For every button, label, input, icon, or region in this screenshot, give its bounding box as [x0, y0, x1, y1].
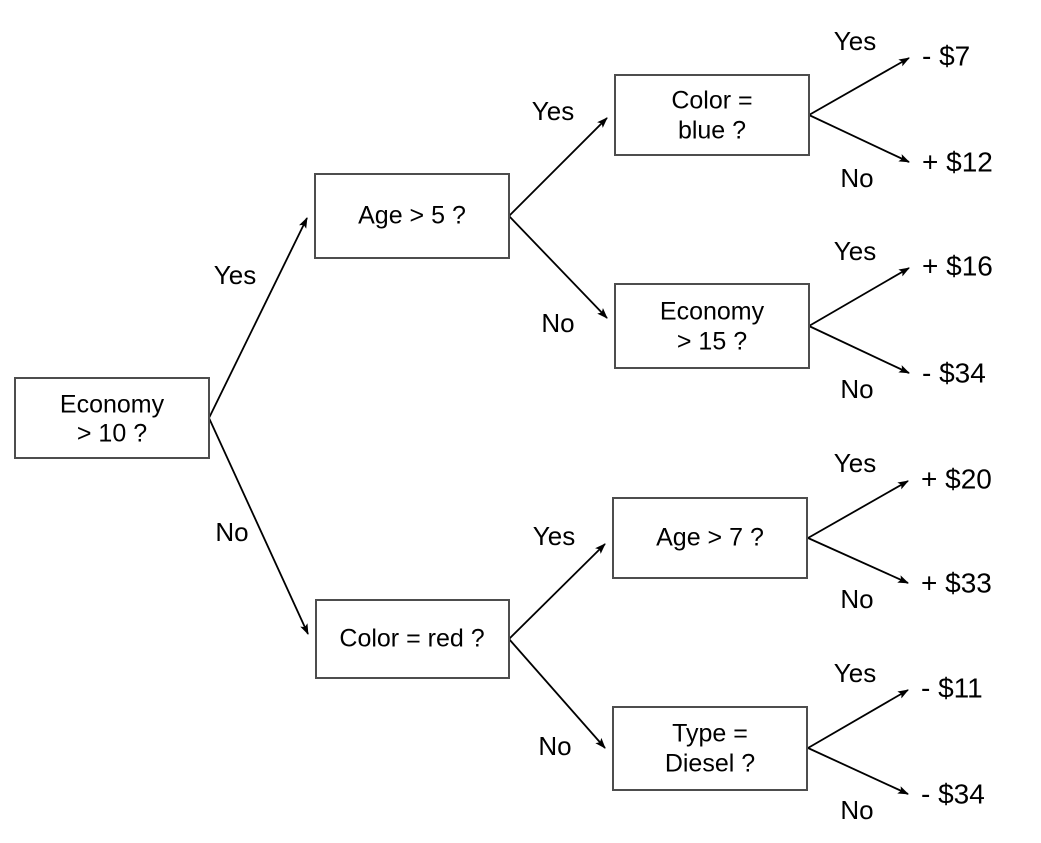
node-type-diesel[interactable]: Type = Diesel ?: [612, 706, 808, 791]
edge-blue-no: No: [808, 114, 910, 193]
edge-age5-no: No: [508, 215, 608, 338]
leaf-value: - $11: [921, 672, 983, 703]
leaf-value: + $33: [921, 567, 992, 598]
edge-label-blue-no: No: [840, 163, 873, 193]
node-economy-gt-15[interactable]: Economy > 15 ?: [614, 283, 810, 369]
edge-diesel-yes: Yes: [807, 658, 909, 749]
edge-label-eco15-no: No: [840, 374, 873, 404]
edge-label-root-yes: Yes: [214, 260, 256, 290]
edge-eco15-no: No: [808, 325, 910, 404]
node-label-line1: Economy: [60, 391, 165, 419]
edge-label-eco15-yes: Yes: [834, 236, 876, 266]
edge-eco15-yes: Yes: [808, 236, 910, 327]
node-label-line2: > 10 ?: [77, 420, 147, 448]
node-label-line1: Age > 5 ?: [358, 202, 466, 230]
edge-age5-yes: Yes: [508, 96, 608, 217]
edge-label-age7-yes: Yes: [834, 448, 876, 478]
node-color-red[interactable]: Color = red ?: [315, 599, 510, 679]
leaf-value: - $34: [921, 778, 985, 809]
edge-red-no: No: [508, 638, 606, 761]
node-economy-gt-10[interactable]: Economy > 10 ?: [14, 377, 210, 459]
leaf-value: - $34: [922, 357, 986, 388]
edge-label-diesel-yes: Yes: [834, 658, 876, 688]
edge-label-diesel-no: No: [840, 795, 873, 825]
edge-root-yes: Yes: [208, 217, 308, 419]
edge-label-red-no: No: [538, 731, 571, 761]
node-label-line2: > 15 ?: [677, 328, 747, 356]
node-label-line1: Economy: [660, 298, 765, 326]
node-label-line2: Diesel ?: [665, 750, 755, 778]
node-label-line1: Type =: [672, 720, 748, 748]
leaf-value: - $7: [922, 40, 970, 71]
node-color-blue[interactable]: Color = blue ?: [614, 74, 810, 156]
node-age-gt-5[interactable]: Age > 5 ?: [314, 173, 510, 259]
node-label-line2: blue ?: [678, 117, 746, 145]
edge-diesel-no: No: [807, 747, 909, 825]
leaf-value: + $12: [922, 146, 993, 177]
edge-label-blue-yes: Yes: [834, 26, 876, 56]
edge-age7-yes: Yes: [807, 448, 909, 539]
edge-label-age5-yes: Yes: [532, 96, 574, 126]
leaf-value: + $20: [921, 463, 992, 494]
node-label-line1: Color =: [671, 87, 752, 115]
edge-age7-no: No: [807, 537, 909, 614]
node-label-line1: Color = red ?: [339, 625, 484, 653]
edge-root-no: No: [208, 417, 309, 635]
edge-label-age5-no: No: [541, 308, 574, 338]
node-age-gt-7[interactable]: Age > 7 ?: [612, 497, 808, 579]
edge-red-yes: Yes: [508, 521, 606, 640]
edge-label-root-no: No: [215, 517, 248, 547]
edge-label-red-yes: Yes: [533, 521, 575, 551]
edge-blue-yes: Yes: [808, 26, 910, 116]
node-label-line1: Age > 7 ?: [656, 524, 764, 552]
leaf-value: + $16: [922, 250, 993, 281]
edge-label-age7-no: No: [840, 584, 873, 614]
